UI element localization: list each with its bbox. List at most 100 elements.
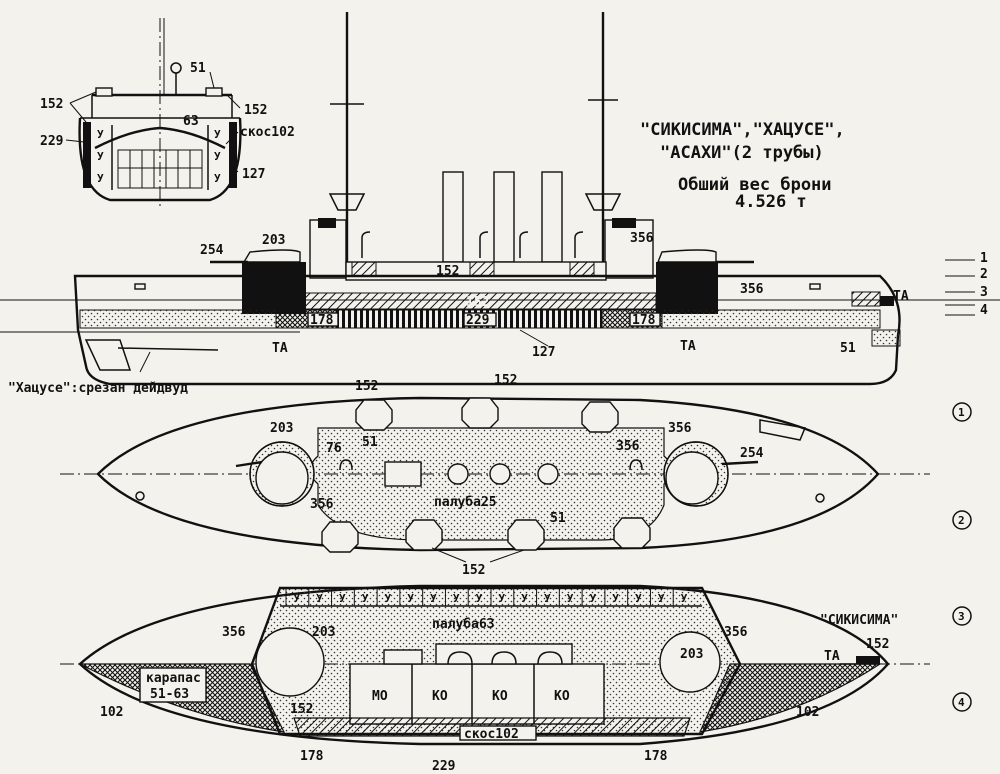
plan3-label-152: 152 [290,702,313,717]
plan1-label-152-a: 152 [355,379,378,394]
section-label-152-right: 152 [244,103,267,118]
plan1-label-152-c: 152 [462,563,485,578]
side-label-203: 203 [262,233,285,248]
section-label-229: 229 [40,134,63,149]
marker-1: 1 [958,406,965,419]
side-note-hatsuse: "Хацусе":срезан дейдвуд [8,381,188,396]
section-u-6: У [214,172,221,185]
lower-plan-u-mark: У [476,592,483,605]
title-line-2: "АСАХИ"(2 трубы) [660,143,824,163]
plan1-label-254: 254 [740,446,764,461]
plan3-label-102-right: 102 [796,705,819,720]
lower-plan-u-mark: У [453,592,460,605]
section-u-1: У [97,128,104,141]
section-label-51: 51 [190,61,206,76]
plan1-label-356-c: 356 [310,497,334,512]
plan3-label-152-bow: 152 [866,637,889,652]
section-label-slope: скос102 [240,125,295,140]
title-block: "СИКИСИМА","ХАЦУСЕ", "АСАХИ"(2 трубы) Об… [640,120,845,212]
lower-plan-u-mark: У [612,592,619,605]
lower-plan-u-mark: У [544,592,551,605]
plan3-label-178-left: 178 [300,749,324,764]
lower-plan-u-mark: У [385,592,392,605]
plan3-label-356-right: 356 [724,625,748,640]
side-label-ta-mid: TA [680,339,696,354]
plan3-label-356-left: 356 [222,625,246,640]
plan3-carapace-line-2: 51-63 [150,687,189,702]
level-mark-1: 1 [980,251,988,266]
room-ko-3: КО [554,689,570,704]
lower-plan-u-mark: У [521,592,528,605]
level-marks: 1 2 3 4 [945,251,988,318]
plan1-label-356-b: 356 [668,421,692,436]
plan3-carapace-line-1: карапас [146,671,201,686]
plan3-label-229: 229 [432,759,455,774]
title-line-3: Обший вес брони [678,175,832,195]
lower-plan-u-mark: У [635,592,642,605]
plan1-label-76: 76 [326,441,342,456]
title-line-4: 4.526 т [735,192,807,212]
lower-plan-u-mark: У [293,592,300,605]
lower-plan-u-mark: У [362,592,369,605]
section-label-63: 63 [183,114,199,129]
lower-plan-u-mark: У [681,592,688,605]
plan3-label-203-right: 203 [680,647,703,662]
plan1-label-203: 203 [270,421,293,436]
section-u-4: У [214,128,221,141]
room-ko-1: КО [432,689,448,704]
side-label-229: 229 [466,313,489,328]
lower-plan-u-mark: У [590,592,597,605]
plan1-deck-label: палуба25 [434,495,497,510]
lower-plan-u-mark: У [316,592,323,605]
side-label-356-right: 356 [740,282,764,297]
marker-2: 2 [958,514,965,527]
section-u-3: У [97,172,104,185]
lower-plan-u-mark: У [339,592,346,605]
upper-deck-plan: 152 152 51 203 76 356 356 254 356 51 152… [60,373,930,578]
lower-plan-u-mark: У [658,592,665,605]
lower-plan-u-mark: У [498,592,505,605]
section-u-2: У [97,150,104,163]
title-line-1: "СИКИСИМА","ХАЦУСЕ", [640,120,845,140]
section-u-5: У [214,150,221,163]
plan1-label-356-a: 356 [616,439,640,454]
room-mo: МО [372,689,388,704]
room-ko-2: КО [492,689,508,704]
plan3-label-178-right: 178 [644,749,668,764]
lower-plan-u-mark: У [567,592,574,605]
level-mark-3: 3 [980,285,988,300]
section-label-127: 127 [242,167,265,182]
plan3-label-ta: TA [824,649,840,664]
side-label-254: 254 [200,243,224,258]
lower-plan-u-mark: У [430,592,437,605]
side-label-152-upper: 152 [436,264,459,279]
marker-3: 3 [958,610,965,623]
section-markers: 1 2 3 4 [952,402,972,712]
level-mark-4: 4 [980,303,988,318]
side-label-178-left: 178 [310,313,334,328]
level-mark-2: 2 [980,267,988,282]
plan3-deck-label: палуба63 [432,617,495,632]
side-elevation-view: 1 2 3 4 254 203 356 152 152 356 178 229 … [0,12,1000,396]
side-label-152-belt: 152 [466,295,489,310]
marker-4: 4 [958,696,965,709]
plan1-label-152-b: 152 [494,373,517,388]
side-label-ta-bow: TA [893,289,909,304]
plan3-slope-label: скос102 [464,727,519,742]
cross-section-view: У У У У У У 152 51 152 229 63 скос102 12… [40,18,295,210]
side-label-178-right: 178 [632,313,656,328]
plan3-label-203-left: 203 [312,625,335,640]
lower-plan-u-mark: У [407,592,414,605]
plan3-ship-label: "СИКИСИМА" [820,613,898,628]
section-label-152-left: 152 [40,97,63,112]
plan1-label-51: 51 [362,435,378,450]
side-label-ta-left: TA [272,341,288,356]
side-label-356-top: 356 [630,231,654,246]
side-label-51: 51 [840,341,856,356]
plan1-label-51-b: 51 [550,511,566,526]
side-label-127: 127 [532,345,555,360]
plan3-label-102-left: 102 [100,705,123,720]
